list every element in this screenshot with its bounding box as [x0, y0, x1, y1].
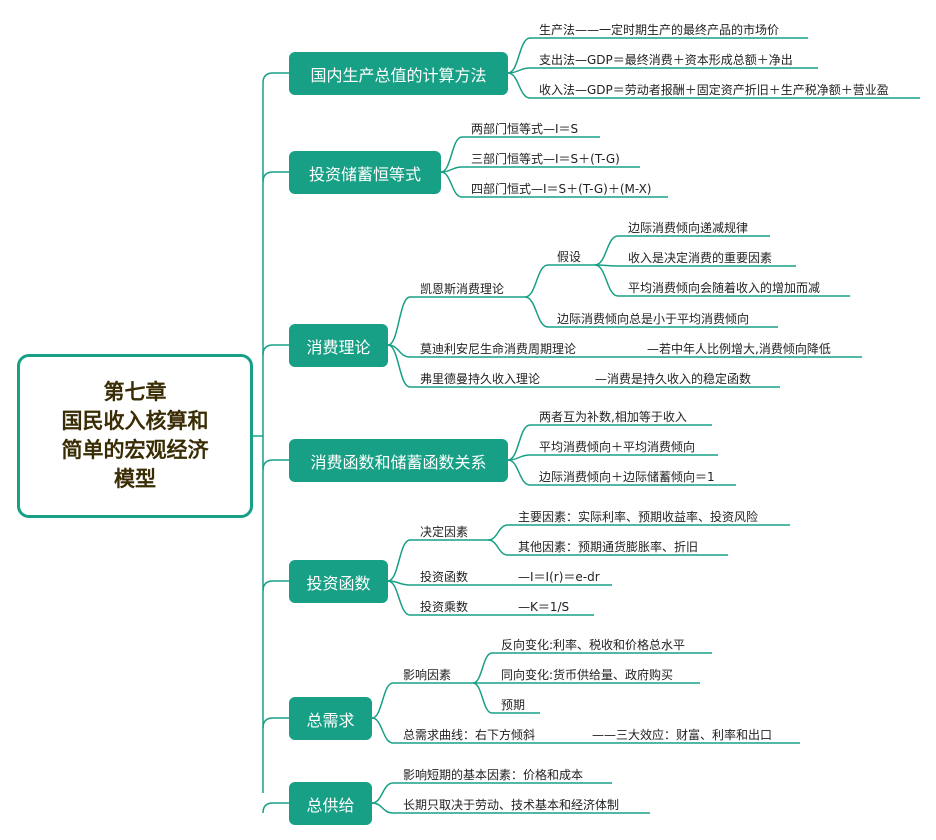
friedman-note: —消费是持久收入的稳定函数: [595, 372, 752, 386]
gdp-expenditure-method: 支出法—GDP＝最终消费＋资本形成总额＋净出: [539, 53, 793, 67]
branch-relation-label: 消费函数和储蓄函数关系: [310, 452, 487, 472]
root-to-branch-line: [262, 459, 289, 471]
demand-inverse-change: 反向变化:利率、税收和价格总水平: [501, 638, 686, 652]
branch-aggregate-demand[interactable]: 总需求: [289, 697, 372, 740]
relation-item-3: 边际消费倾向＋边际储蓄倾向＝1: [539, 470, 715, 484]
investment-connector: [387, 580, 411, 616]
two-sector-identity: 两部门恒等式—I＝S: [471, 122, 579, 136]
demand-factors-connector: [472, 682, 493, 714]
identity-connector: [440, 136, 463, 173]
relation-item-2: 平均消费倾向＋平均消费倾向: [539, 440, 696, 454]
identity-connector: [440, 166, 463, 173]
root-to-branch-line: [262, 171, 289, 183]
investment-multiplier-formula: —K＝1/S: [518, 600, 570, 614]
branch-supply-label: 总供给: [306, 795, 355, 815]
hypothesis-connector: [594, 235, 619, 266]
investment-factors-connector: [487, 524, 509, 541]
relation-connector: [507, 424, 531, 461]
hypothesis-item-1: 边际消费倾向递减规律: [628, 221, 749, 235]
branch-investment-label: 投资函数: [306, 573, 371, 593]
branch-consumption-saving-relation[interactable]: 消费函数和储蓄函数关系: [289, 439, 508, 482]
branch-gdp-methods[interactable]: 国内生产总值的计算方法: [289, 52, 508, 95]
consumption-connector: [387, 296, 411, 346]
investment-factors-label: 决定因素: [420, 525, 469, 539]
investment-main-factors: 主要因素：实际利率、预期收益率、投资风险: [518, 510, 759, 524]
branch-demand-label: 总需求: [306, 710, 355, 730]
gdp-production-method: 生产法——一定时期生产的最终产品的市场价: [539, 23, 780, 37]
four-sector-identity: 四部门恒式—I＝S＋(T-G)＋(M-X): [471, 182, 652, 196]
demand-curve-label: 总需求曲线：右下方倾斜: [403, 728, 536, 742]
keynes-connector: [524, 296, 549, 328]
demand-connector: [371, 717, 394, 744]
branch-gdp-methods-label: 国内生产总值的计算方法: [310, 65, 487, 85]
relation-connector: [507, 454, 531, 461]
branch-investment-saving-identity[interactable]: 投资储蓄恒等式: [289, 151, 441, 194]
hypothesis-item-3: 平均消费倾向会随着收入的增加而减: [628, 281, 821, 295]
investment-function-formula: —I＝I(r)＝e-dr: [518, 570, 600, 584]
branch-investment-function[interactable]: 投资函数: [289, 560, 388, 603]
friedman-theory: 弗里德曼持久收入理论: [420, 372, 541, 386]
gdp-income-method: 收入法—GDP＝劳动者报酬＋固定资产折旧＋生产税净额＋营业盈: [539, 83, 889, 97]
modigliani-theory: 莫迪利安尼生命消费周期理论: [420, 342, 577, 356]
supply-long-run-factors: 长期只取决于劳动、技术基本和经济体制: [403, 798, 620, 812]
demand-connector: [371, 682, 394, 719]
supply-connector: [371, 782, 394, 804]
consumption-connector: [387, 344, 411, 388]
relation-connector: [507, 459, 531, 486]
demand-same-direction-change: 同向变化:货币供给量、政府购买: [501, 668, 674, 682]
supply-connector: [371, 802, 394, 814]
keynes-connector: [524, 264, 549, 298]
branch-identity-label: 投资储蓄恒等式: [308, 164, 421, 184]
root-to-branch-line: [262, 580, 289, 592]
branch-aggregate-supply[interactable]: 总供给: [289, 782, 372, 825]
hypothesis-item-2: 收入是决定消费的重要因素: [628, 251, 773, 265]
hypothesis-connector: [594, 264, 619, 297]
demand-expectation: 预期: [501, 698, 526, 712]
three-sector-identity: 三部门恒等式—I＝S＋(T-G): [471, 152, 620, 166]
root-node[interactable]: 第七章 国民收入核算和 简单的宏观经济 模型: [17, 354, 253, 518]
root-title: 第七章 国民收入核算和 简单的宏观经济 模型: [61, 380, 209, 491]
identity-connector: [440, 171, 463, 198]
investment-multiplier-label: 投资乘数: [420, 600, 469, 614]
gdp-connector: [507, 37, 531, 74]
demand-curve-effects: ——三大效应：财富、利率和出口: [592, 728, 773, 742]
demand-factors-label: 影响因素: [403, 668, 452, 682]
relation-item-1: 两者互为补数,相加等于收入: [539, 410, 687, 424]
investment-connector: [387, 539, 411, 582]
gdp-connector: [507, 72, 531, 99]
investment-factors-connector: [487, 539, 509, 556]
investment-function-label: 投资函数: [420, 570, 469, 584]
branch-consumption-theory[interactable]: 消费理论: [289, 324, 388, 367]
demand-factors-connector: [472, 652, 493, 684]
root-to-branch-line: [262, 72, 289, 84]
gdp-connector: [507, 67, 531, 74]
hypothesis-label: 假设: [557, 250, 582, 264]
root-to-branch-line: [262, 802, 289, 814]
modigliani-note: —若中年人比例增大,消费倾向降低: [647, 342, 831, 356]
supply-short-run-factors: 影响短期的基本因素：价格和成本: [403, 768, 584, 782]
branch-consumption-label: 消费理论: [306, 337, 371, 357]
investment-other-factors: 其他因素：预期通货膨胀率、折旧: [518, 540, 699, 554]
keynes-extra-note: 边际消费倾向总是小于平均消费倾向: [557, 312, 750, 326]
root-to-branch-line: [262, 717, 289, 729]
keynes-consumption-theory: 凯恩斯消费理论: [420, 282, 505, 296]
root-to-branch-line: [262, 344, 289, 356]
